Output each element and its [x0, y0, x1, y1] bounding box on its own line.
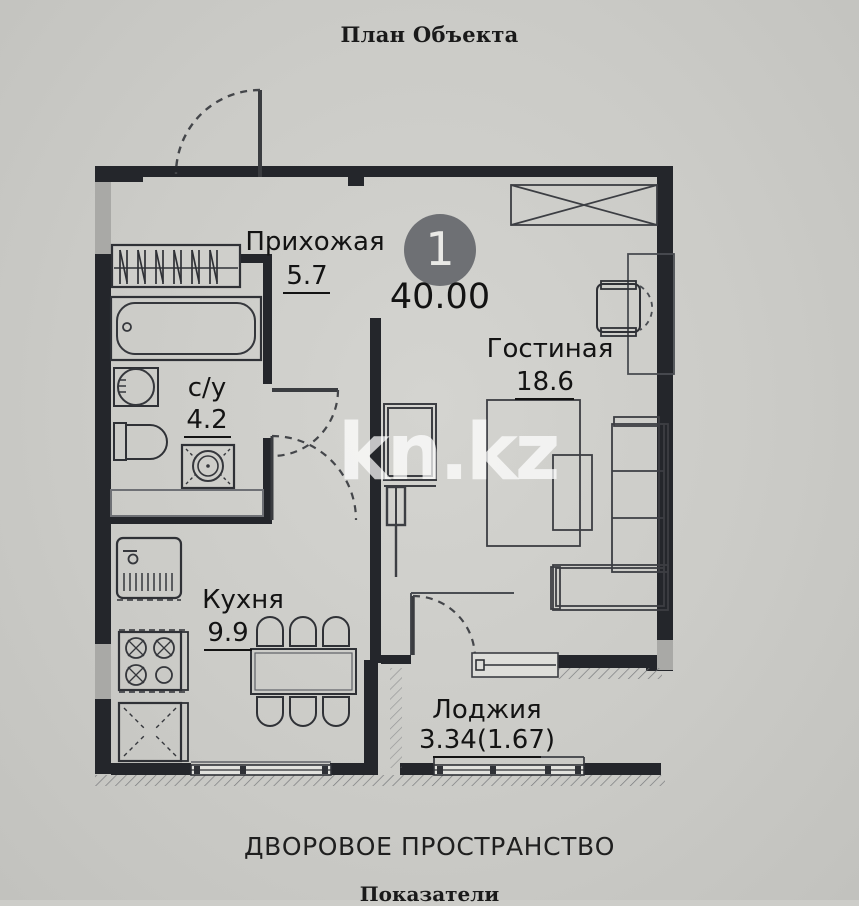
loggia-hatching [95, 668, 665, 786]
dining-table-icon [250, 648, 357, 695]
bathtub-icon [109, 295, 263, 362]
balcony-railing-icon [433, 756, 585, 776]
svg-text:40.00: 40.00 [390, 277, 490, 317]
toilet-icon [113, 422, 168, 461]
page-title: План Объекта [340, 22, 519, 47]
storage-cabinet-icon [510, 184, 658, 226]
refrigerator-icon [117, 701, 189, 763]
desk-icon [627, 253, 675, 375]
bed-icon [486, 399, 593, 547]
washing-machine-icon [180, 443, 236, 490]
living-bottom-wall [410, 592, 514, 655]
svg-text:Кухня: Кухня [202, 585, 284, 615]
svg-text:18.6: 18.6 [516, 367, 574, 397]
kitchen-sink-icon [115, 536, 183, 601]
entrance-door-icon [174, 88, 262, 177]
svg-text:9.9: 9.9 [207, 618, 248, 648]
bathroom-door-icon [270, 388, 358, 521]
exterior-pilasters [95, 182, 111, 699]
balcony-door-icon [411, 594, 559, 678]
sofa-icon [550, 416, 669, 611]
indicators-label: Показатели [359, 882, 500, 906]
washbasin-icon [113, 367, 159, 407]
svg-text:Гостиная: Гостиная [487, 334, 614, 364]
svg-text:Лоджия: Лоджия [432, 695, 541, 725]
svg-text:1: 1 [425, 222, 454, 276]
cooktop-icon [117, 629, 189, 693]
svg-text:5.7: 5.7 [286, 261, 327, 291]
kitchen-window-icon [190, 761, 332, 776]
svg-text:с/у: с/у [188, 373, 226, 403]
wardrobe-icon [110, 243, 242, 289]
svg-text:Прихожая: Прихожая [245, 227, 384, 257]
right-pilaster [657, 640, 673, 670]
apartment-number-badge: 1 [404, 214, 476, 286]
armchair-icon [596, 280, 653, 337]
vanity-counter [110, 489, 264, 517]
built-in-closet-icon [383, 403, 437, 577]
dining-chair-icon [256, 616, 350, 727]
svg-text:3.34(1.67): 3.34(1.67) [419, 725, 555, 755]
yard-space-label: ДВОРОВОЕ ПРОСТРАНСТВО [243, 832, 616, 861]
svg-text:4.2: 4.2 [186, 405, 227, 435]
